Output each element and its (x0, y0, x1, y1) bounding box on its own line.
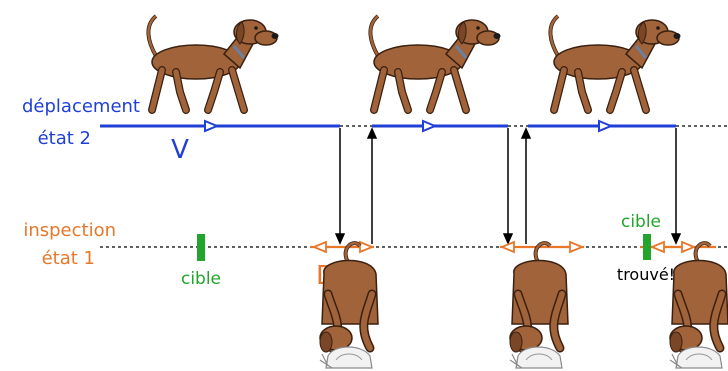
dog-walking-icon (148, 16, 278, 110)
found-label: trouvé! (617, 265, 675, 284)
velocity-label: V (171, 135, 189, 165)
dog-walking-icon (550, 16, 680, 110)
target-marker-right (643, 234, 651, 260)
dog-sniffing-icon (510, 243, 568, 368)
movement-direction-arrows (204, 119, 614, 133)
state2-label-line1: déplacement (22, 96, 140, 117)
target-label-left: cible (181, 269, 221, 289)
target-label-right: cible (621, 212, 661, 232)
dog-sniffing-icon (670, 243, 728, 368)
inspection-direction-arrows (311, 240, 697, 254)
dog-walking-icon (370, 16, 500, 110)
state2-label-line2: état 2 (38, 128, 91, 149)
transition-arrows (334, 127, 682, 245)
state1-label-line1: inspection (23, 220, 116, 241)
target-marker-left (197, 234, 205, 261)
state1-label-line2: état 1 (42, 248, 95, 269)
